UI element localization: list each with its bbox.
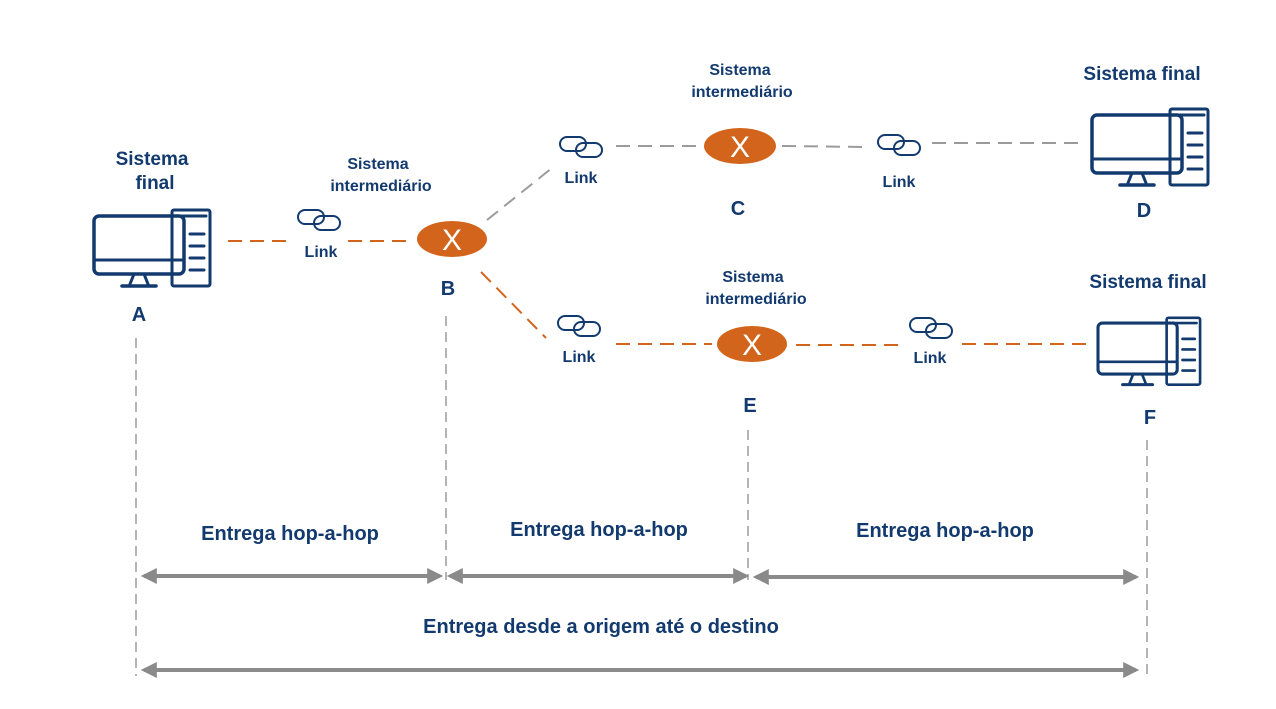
node-c-letter: C <box>731 198 745 220</box>
link-5-label: Link <box>914 350 947 367</box>
chain-link-icon <box>877 134 921 156</box>
router-c-symbol: X <box>730 131 750 164</box>
router-icon: X <box>717 326 787 362</box>
router-icon: X <box>417 221 487 257</box>
hop-span-3-label: Entrega hop-a-hop <box>856 520 1034 542</box>
node-f-label: Sistema final <box>1089 272 1206 293</box>
node-a-letter: A <box>132 304 146 326</box>
chain-link-icon <box>909 317 953 339</box>
router-e-symbol: X <box>742 329 762 362</box>
computer-icon <box>92 208 212 288</box>
node-b-label-line2: intermediário <box>330 178 432 195</box>
node-d-label: Sistema final <box>1083 64 1200 85</box>
chain-link-icon <box>297 209 341 231</box>
node-c-label-line2: intermediário <box>691 84 793 101</box>
node-f-letter: F <box>1144 407 1156 429</box>
path-c-link3 <box>781 145 867 148</box>
node-e-letter: E <box>743 395 756 417</box>
path-b-link2 <box>486 167 553 221</box>
computer-icon <box>1090 107 1210 187</box>
hop-span-1-label: Entrega hop-a-hop <box>201 523 379 545</box>
computer-icon <box>1096 316 1202 387</box>
node-c-label-line1: Sistema <box>709 62 770 79</box>
link-1-label: Link <box>305 244 338 261</box>
node-b-label-line1: Sistema <box>347 156 408 173</box>
node-a-label-line2: final <box>135 173 174 194</box>
router-b-symbol: X <box>442 224 462 257</box>
node-e-label-line1: Sistema <box>722 269 783 286</box>
node-d-letter: D <box>1137 200 1151 222</box>
end-to-end-label: Entrega desde a origem até o destino <box>423 616 779 638</box>
link-2-label: Link <box>565 170 598 187</box>
link-4-label: Link <box>563 349 596 366</box>
chain-link-icon <box>557 315 601 337</box>
hop-span-2-label: Entrega hop-a-hop <box>510 519 688 541</box>
chain-link-icon <box>559 136 603 158</box>
node-e-label-line2: intermediário <box>705 291 807 308</box>
node-a-label-line1: Sistema <box>116 149 189 170</box>
router-icon: X <box>704 128 776 164</box>
node-b-letter: B <box>441 278 455 300</box>
path-b-link4 <box>480 271 547 339</box>
link-3-label: Link <box>883 174 916 191</box>
